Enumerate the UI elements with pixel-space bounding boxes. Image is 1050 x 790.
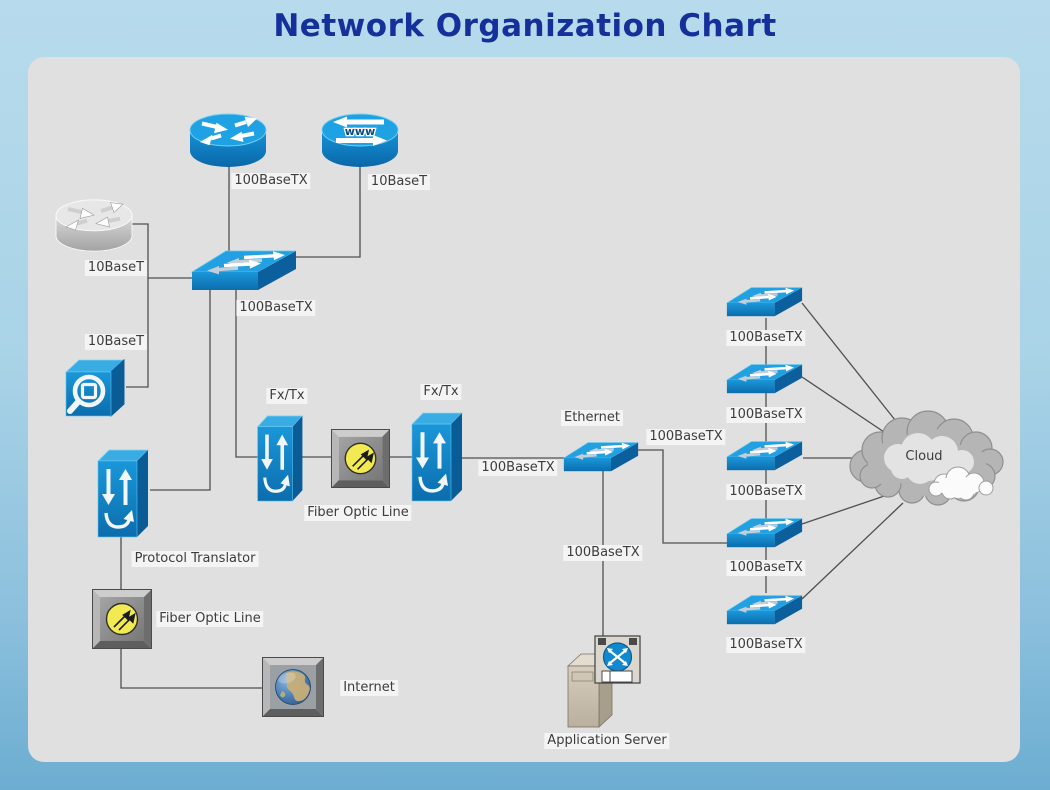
ethernet-switch-icon <box>562 441 640 473</box>
device-layer <box>54 112 1004 728</box>
label-cloud: Cloud <box>905 449 943 464</box>
label-ethernet-switch: Ethernet <box>561 410 623 426</box>
network-probe-icon <box>66 360 124 416</box>
diagram-canvas <box>28 57 1020 762</box>
label-link-r2: 100BaseTX <box>726 407 806 423</box>
edge-r1-cloud <box>801 302 908 436</box>
label-link-app-server: 100BaseTX <box>563 545 643 561</box>
edge-r5-cloud <box>801 502 904 600</box>
label-app-server: Application Server <box>544 733 670 749</box>
www-server-icon <box>320 112 400 169</box>
inactive-router-icon <box>54 197 134 254</box>
protocol-translator-icon <box>96 448 150 539</box>
edge-grayrouter-bus <box>126 223 149 388</box>
label-link-r3: 100BaseTX <box>726 484 806 500</box>
label-transceiver-left: Fx/Tx <box>266 388 308 404</box>
edge-ethernet-r4 <box>634 449 729 544</box>
edge-switch-translator <box>150 288 211 491</box>
label-link-switch-main: 100BaseTX <box>236 300 316 316</box>
label-link-r1: 100BaseTX <box>726 330 806 346</box>
label-fiber-left: Fiber Optic Line <box>156 611 264 627</box>
label-internet: Internet <box>340 680 398 696</box>
label-protocol-translator: Protocol Translator <box>131 551 259 567</box>
switch-r3-icon <box>725 440 804 472</box>
label-link-probe: 10BaseT <box>84 334 148 350</box>
label-link-r5: 100BaseTX <box>726 637 806 653</box>
edge-r2-cloud <box>801 376 894 439</box>
router-icon <box>188 112 268 169</box>
fiber-optic-converter-mid-icon <box>331 429 390 488</box>
label-link-www: 10BaseT <box>367 174 431 190</box>
label-transceiver-right: Fx/Tx <box>420 384 462 400</box>
label-link-ethernet-r4: 100BaseTX <box>646 429 726 445</box>
switch-r2-icon <box>725 363 804 395</box>
fiber-optic-converter-left-icon <box>92 589 152 649</box>
fx-tx-transceiver-right-icon <box>410 411 464 503</box>
page-title: Network Organization Chart <box>273 8 777 44</box>
switch-r1-icon <box>725 286 804 318</box>
label-link-router-gray: 10BaseT <box>84 260 148 276</box>
edge-fiber-internet <box>120 647 266 689</box>
label-link-r4: 100BaseTX <box>726 560 806 576</box>
main-workgroup-switch-icon <box>190 249 298 292</box>
internet-globe-icon <box>262 657 324 717</box>
edge-r4-cloud <box>801 491 897 525</box>
label-fiber-mid: Fiber Optic Line <box>304 505 412 521</box>
application-server-icon <box>566 635 642 728</box>
edge-www-switch <box>272 166 361 258</box>
switch-r4-icon <box>725 517 804 549</box>
label-link-router-top: 100BaseTX <box>231 173 311 189</box>
fx-tx-transceiver-left-icon <box>255 414 305 503</box>
switch-r5-icon <box>725 594 804 626</box>
label-link-to-ethernet: 100BaseTX <box>478 460 558 476</box>
